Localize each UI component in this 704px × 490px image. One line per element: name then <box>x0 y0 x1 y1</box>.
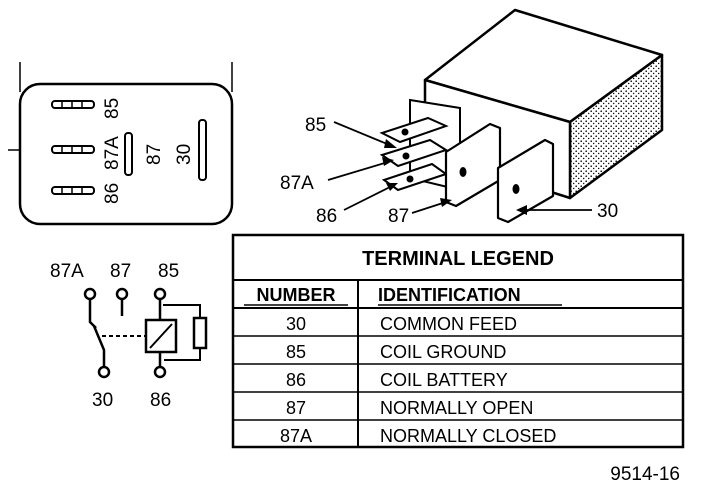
schematic-label-87: 87 <box>110 261 131 282</box>
legend-row-number: 87A <box>280 426 312 446</box>
schematic-label-87a: 87A <box>50 261 84 282</box>
leader-87a <box>327 161 389 181</box>
schematic-switch-arm <box>92 325 106 367</box>
legend-header-number: NUMBER <box>257 285 336 305</box>
schematic-resistor <box>192 316 208 350</box>
blade-87a <box>379 138 449 168</box>
legend-title: TERMINAL LEGEND <box>362 248 554 270</box>
leader-85 <box>333 121 393 147</box>
connector-label-87a: 87A <box>102 136 123 170</box>
schematic-coil-diagonal <box>149 323 173 349</box>
schematic-resistor-top <box>163 304 201 318</box>
callout-30: 30 <box>597 201 618 222</box>
schematic-terminal-30 <box>97 365 111 379</box>
relay-schematic: 87A 87 85 30 86 <box>50 261 208 411</box>
blade-85 <box>379 116 449 144</box>
arrowhead-30 <box>516 205 527 215</box>
terminal-slot-87a <box>51 145 95 154</box>
figure-number: 9514-16 <box>610 464 680 485</box>
blade-30 <box>496 138 555 224</box>
callout-86: 86 <box>316 206 337 227</box>
blade-87-hole <box>459 167 467 177</box>
schematic-terminal-86 <box>153 365 167 379</box>
callout-85: 85 <box>305 115 326 136</box>
connector-outline <box>18 82 234 226</box>
schematic-label-85: 85 <box>158 261 179 282</box>
connector-label-30: 30 <box>174 144 195 165</box>
arrowhead-87 <box>440 198 452 207</box>
legend-row-number: 30 <box>286 314 306 334</box>
terminal-slot-87 <box>124 132 133 176</box>
blade-86-hole <box>406 175 414 183</box>
schematic-label-30: 30 <box>92 390 113 411</box>
schematic-87a-lead <box>88 299 97 329</box>
blade-85-hole <box>401 128 409 136</box>
blade-87a-hole <box>402 152 410 160</box>
terminal-slot-30 <box>198 119 207 181</box>
legend-header-identification: IDENTIFICATION <box>378 285 521 305</box>
legend-row-identification: NORMALLY CLOSED <box>380 426 556 446</box>
legend-row-number: 87 <box>286 398 306 418</box>
schematic-label-86: 86 <box>150 390 171 411</box>
relay-perspective-view: 85 87A 86 87 30 <box>280 8 664 227</box>
legend-row-number: 85 <box>286 342 306 362</box>
connector-label-87: 87 <box>144 144 165 165</box>
legend-row-identification: COMMON FEED <box>380 314 517 334</box>
terminal-slot-86 <box>51 186 95 195</box>
connector-label-86: 86 <box>102 183 123 204</box>
callout-87a: 87A <box>280 173 314 194</box>
callout-87: 87 <box>388 206 409 227</box>
schematic-resistor-bottom <box>164 348 201 361</box>
schematic-terminal-87 <box>115 287 129 301</box>
legend-row-identification: NORMALLY OPEN <box>380 398 533 418</box>
schematic-terminal-85 <box>153 287 167 301</box>
arrowhead-86 <box>386 183 398 191</box>
legend-row-identification: COIL BATTERY <box>380 370 508 390</box>
terminal-legend-table: TERMINAL LEGEND NUMBER IDENTIFICATION 30… <box>231 233 685 449</box>
leader-87 <box>411 201 447 214</box>
connector-label-85: 85 <box>102 98 123 119</box>
terminal-slot-85 <box>51 100 95 109</box>
legend-row-identification: COIL GROUND <box>380 342 506 362</box>
arrowhead-87a <box>382 157 394 166</box>
blade-30-hole <box>512 184 520 194</box>
schematic-terminal-87a <box>83 287 97 301</box>
leader-86 <box>343 185 393 211</box>
connector-face-view: 85 87A 86 87 30 <box>8 62 234 226</box>
legend-border <box>231 233 685 449</box>
legend-row-number: 86 <box>286 370 306 390</box>
arrowhead-85 <box>384 139 397 148</box>
